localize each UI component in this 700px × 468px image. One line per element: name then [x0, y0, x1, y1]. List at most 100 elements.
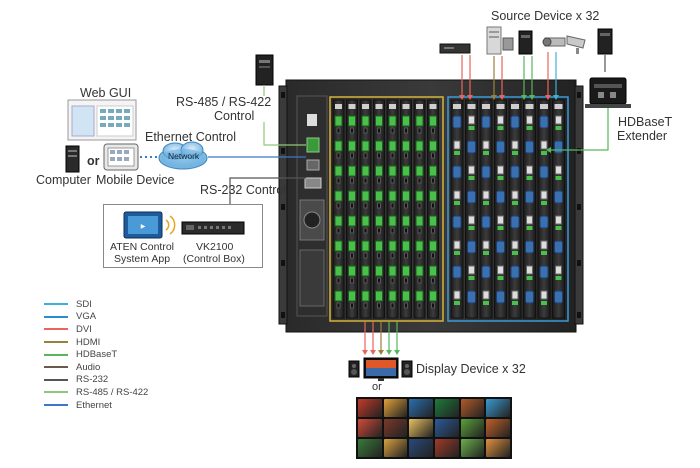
matrix-card — [465, 99, 478, 319]
legend-label: VGA — [76, 311, 97, 323]
legend-item: VGA — [44, 311, 148, 324]
video-wall-tile — [434, 419, 459, 437]
legend-swatch — [44, 404, 68, 407]
matrix-card — [413, 99, 426, 319]
legend-item: DVI — [44, 323, 148, 336]
legend-label: Ethernet — [76, 399, 112, 411]
web-gui-panel — [67, 99, 137, 141]
matrix-card — [386, 99, 399, 319]
video-wall-tile — [486, 439, 510, 457]
legend-swatch — [44, 353, 68, 356]
matrix-card — [359, 99, 372, 319]
mobile-device-icon — [103, 143, 139, 171]
legend-swatch — [44, 303, 68, 306]
video-wall-tile — [409, 419, 433, 437]
control-box-icon — [181, 221, 245, 235]
vk2100-label-line2: (Control Box) — [183, 253, 245, 265]
vk2100-label-line1: VK2100 — [196, 241, 234, 253]
legend-item: HDBaseT — [44, 348, 148, 361]
display-devices-label: Display Device x 32 — [416, 362, 526, 376]
tablet-icon: ▶ — [123, 211, 163, 239]
legend-swatch — [44, 378, 68, 381]
matrix-card — [537, 99, 551, 319]
source-connection-lines — [461, 52, 606, 98]
or-label-2: or — [372, 381, 382, 393]
legend-swatch — [44, 366, 68, 369]
svg-text:▶: ▶ — [141, 224, 146, 230]
matrix-card — [508, 99, 522, 319]
output-cards — [332, 99, 439, 319]
speaker-icon — [348, 360, 413, 378]
computer-label: Computer — [36, 173, 91, 187]
hdbaset-extender-icon — [585, 77, 631, 108]
video-wall-tile — [434, 399, 459, 417]
legend-label: HDMI — [76, 336, 101, 348]
video-wall-tile — [486, 419, 510, 437]
display-monitor-icon — [363, 357, 399, 381]
rs485-server-icon — [255, 54, 274, 86]
legend-swatch — [44, 391, 68, 394]
legend-label: DVI — [76, 323, 92, 335]
output-arrowheads — [362, 350, 400, 355]
matrix-card — [427, 99, 439, 319]
legend-label: RS-485 / RS-422 — [76, 386, 149, 398]
hdbaset-arrow — [546, 147, 551, 153]
rs232-line — [229, 177, 306, 205]
hdbaset-label-line1: HDBaseT — [618, 115, 673, 129]
input-cards — [450, 99, 565, 319]
legend-label: Audio — [76, 361, 101, 373]
wireless-icon — [165, 215, 176, 235]
matrix-card — [373, 99, 385, 319]
rs485-line — [263, 85, 306, 146]
legend-label: SDI — [76, 298, 92, 310]
video-wall-tile — [434, 439, 459, 457]
rs232-control-box — [103, 204, 263, 268]
matrix-card — [332, 99, 345, 319]
matrix-card — [552, 99, 565, 319]
video-wall-tile — [486, 399, 510, 417]
legend-item: RS-232 — [44, 374, 148, 387]
network-cloud-icon — [158, 141, 208, 170]
matrix-card — [400, 99, 412, 319]
video-wall-tile — [460, 419, 485, 437]
source-device-icons — [439, 26, 613, 55]
web-gui-label: Web GUI — [80, 86, 132, 100]
rs485-label-line2: Control — [214, 109, 255, 123]
video-wall-tile — [358, 399, 382, 417]
legend-label: RS-232 — [76, 374, 109, 386]
matrix-card — [450, 99, 464, 319]
matrix-card — [494, 99, 507, 319]
aten-app-label-line1: ATEN Control — [110, 241, 174, 253]
source-devices-label: Source Device x 32 — [491, 9, 600, 23]
video-wall-tile — [460, 399, 485, 417]
aten-app-label-line2: System App — [114, 253, 171, 265]
matrix-card — [523, 99, 536, 319]
legend-item: HDMI — [44, 336, 148, 349]
network-label: Network — [168, 151, 200, 161]
legend-item: Ethernet — [44, 399, 148, 412]
video-wall-tile — [460, 439, 485, 457]
legend-swatch — [44, 328, 68, 331]
video-wall-tile — [409, 439, 433, 457]
hdbaset-label-line2: Extender — [617, 129, 668, 143]
matrix-card — [346, 99, 358, 319]
rs232-control-label: RS-232 Control — [200, 183, 287, 197]
computer-icon — [65, 145, 80, 173]
hdbaset-line — [548, 108, 609, 151]
video-wall-tile — [358, 439, 382, 457]
video-wall-tile — [383, 419, 408, 437]
mobile-device-label: Mobile Device — [96, 173, 175, 187]
legend-swatch — [44, 315, 68, 318]
video-wall-tile — [409, 399, 433, 417]
video-wall-tile — [358, 419, 382, 437]
video-wall-tile — [383, 439, 408, 457]
output-connection-lines — [364, 322, 398, 352]
video-wall-icon — [356, 397, 512, 459]
legend-item: RS-485 / RS-422 — [44, 386, 148, 399]
video-wall-tile — [383, 399, 408, 417]
legend-label: HDBaseT — [76, 349, 118, 361]
matrix-card — [479, 99, 493, 319]
legend-item: Audio — [44, 361, 148, 374]
rs485-label-line1: RS-485 / RS-422 — [176, 95, 272, 109]
